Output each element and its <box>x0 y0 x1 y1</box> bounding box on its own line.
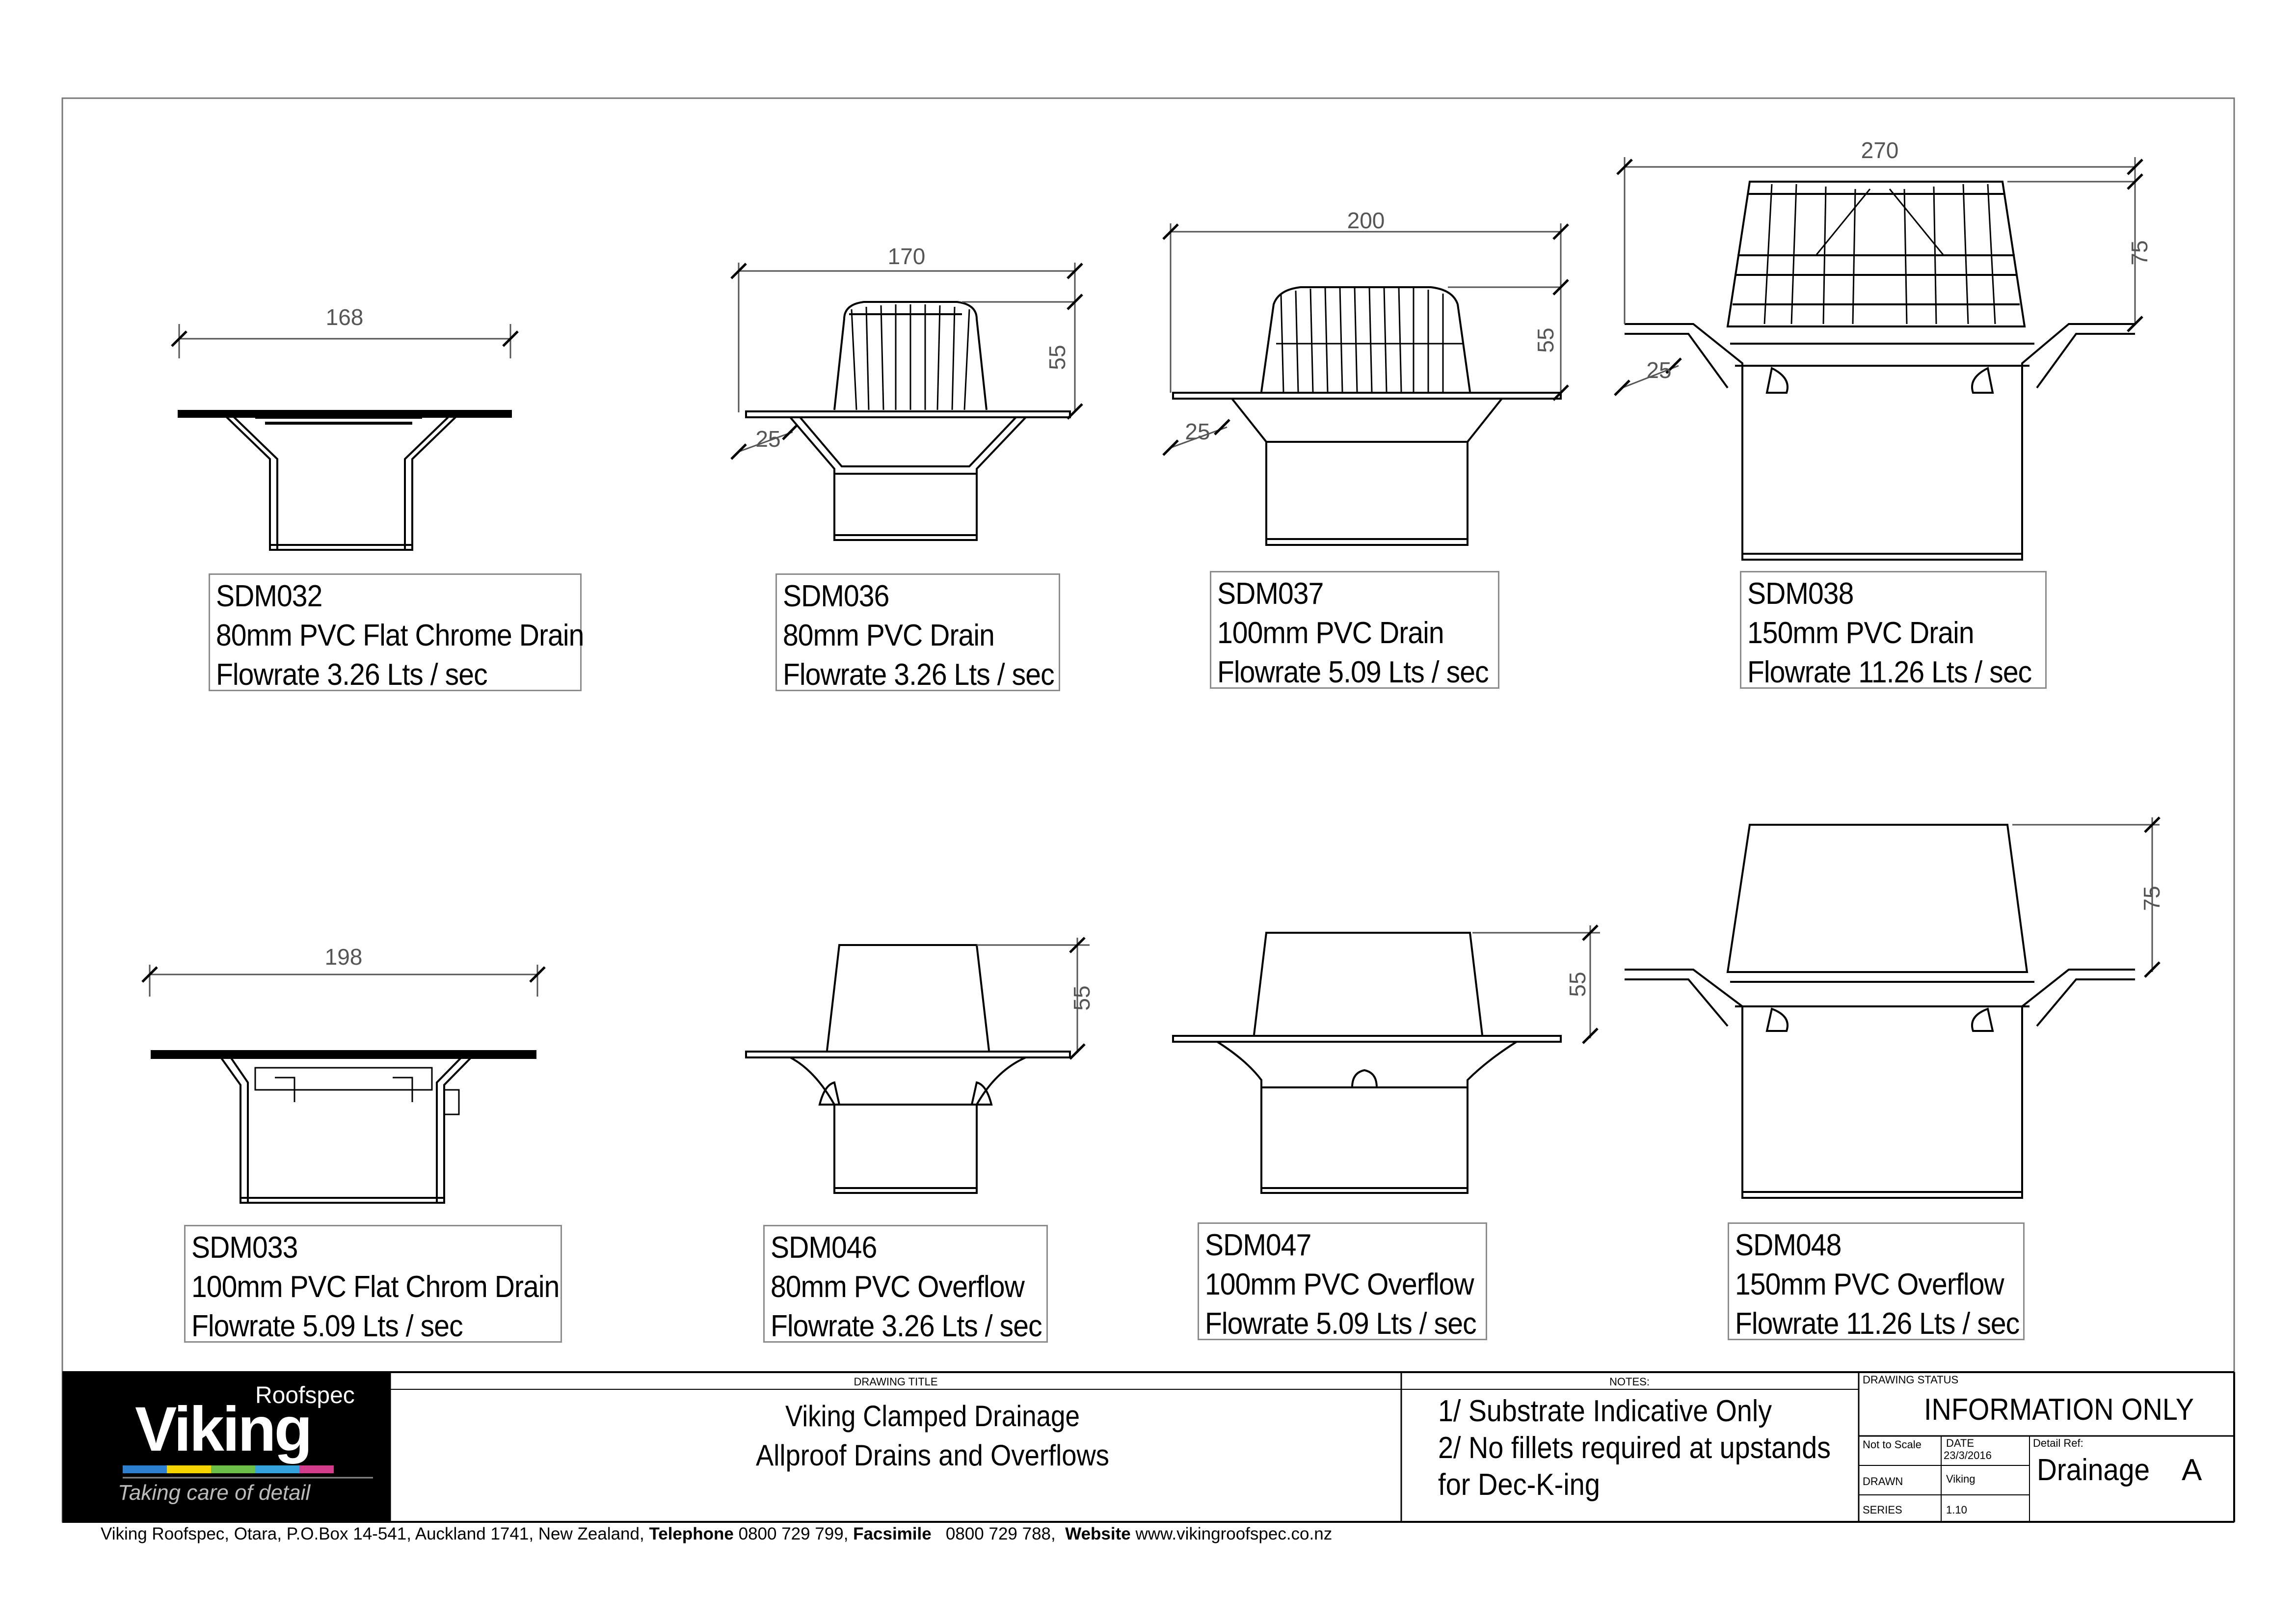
drawn-label: DRAWN <box>1863 1475 1903 1488</box>
footer-contact: Viking Roofspec, Otara, P.O.Box 14-541, … <box>101 1524 1332 1544</box>
drawing-title-label: DRAWING TITLE <box>854 1376 937 1388</box>
notes-label: NOTES: <box>1609 1376 1650 1388</box>
caption-sdm046: SDM046 80mm PVC Overflow Flowrate 3.26 L… <box>763 1225 1048 1343</box>
footer-fax: 0800 729 788, <box>945 1524 1056 1543</box>
dim-text-sdm046-height: 55 <box>1069 985 1095 1010</box>
dimension-sdm038 <box>1614 157 2143 396</box>
dim-text-sdm048-height: 75 <box>2139 886 2164 911</box>
footer-fax-label: Facsimile <box>853 1524 932 1543</box>
dimension-sdm046 <box>977 937 1090 1060</box>
product-name: 80mm PVC Drain <box>783 619 995 652</box>
product-name: 150mm PVC Overflow <box>1735 1268 2004 1301</box>
caption-sdm047: SDM047 100mm PVC Overflow Flowrate 5.09 … <box>1198 1222 1487 1341</box>
product-code: SDM036 <box>783 579 889 613</box>
dimension-sdm033-width <box>141 965 546 997</box>
product-name: 80mm PVC Flat Chrome Drain <box>216 619 584 652</box>
drawing-title-line1: Viking Clamped Drainage <box>785 1400 1080 1433</box>
drawing-status: INFORMATION ONLY <box>1924 1393 2194 1427</box>
dim-text-sdm036-width: 170 <box>888 243 926 269</box>
title-block-text: DRAWING TITLE Viking Clamped Drainage Al… <box>756 1374 2202 1516</box>
product-flow: Flowrate 3.26 Lts / sec <box>216 658 488 692</box>
product-name: 100mm PVC Overflow <box>1205 1268 1474 1301</box>
drawing-sdm047 <box>1172 932 1562 1194</box>
product-flow: Flowrate 3.26 Lts / sec <box>771 1309 1042 1343</box>
product-name: 150mm PVC Drain <box>1747 616 1975 650</box>
product-code: SDM033 <box>191 1231 298 1265</box>
product-flow: Flowrate 5.09 Lts / sec <box>191 1309 463 1343</box>
svg-text:Viking: Viking <box>135 1394 311 1464</box>
drawing-sdm033 <box>151 1050 536 1204</box>
dim-text-sdm037-width: 200 <box>1347 208 1385 233</box>
caption-sdm036: SDM036 80mm PVC Drain Flowrate 3.26 Lts … <box>775 573 1060 692</box>
dim-text-sdm038-width: 270 <box>1861 137 1899 163</box>
footer-tel: 0800 729 799, <box>738 1524 849 1543</box>
product-code: SDM046 <box>771 1231 877 1265</box>
caption-sdm032: SDM032 80mm PVC Flat Chrome Drain Flowra… <box>209 573 584 692</box>
product-code: SDM048 <box>1735 1228 1842 1262</box>
dimension-labels: 168 170 55 25 200 55 25 270 75 25 198 55… <box>325 137 2164 1011</box>
note-3: for Dec-K-ing <box>1438 1468 1600 1502</box>
product-code: SDM032 <box>216 579 322 613</box>
drawing-status-label: DRAWING STATUS <box>1863 1374 1958 1386</box>
product-code: SDM037 <box>1217 577 1324 611</box>
dim-text-sdm038-flange: 25 <box>1646 357 1671 383</box>
product-name: 80mm PVC Overflow <box>771 1270 1025 1304</box>
drawing-sdm048 <box>1625 824 2135 1199</box>
dim-text-sdm047-height: 55 <box>1565 972 1590 997</box>
note-2: 2/ No fillets required at upstands <box>1438 1431 1831 1465</box>
svg-text:Roofspec: Roofspec <box>255 1382 355 1408</box>
drawn-value: Viking <box>1946 1473 1976 1485</box>
drawing-sdm037 <box>1172 286 1562 546</box>
svg-text:Taking care of detail: Taking care of detail <box>118 1481 311 1505</box>
dimension-sdm048 <box>2012 816 2161 978</box>
dim-text-sdm037-flange: 25 <box>1185 419 1210 444</box>
dimension-sdm047 <box>1472 924 1600 1044</box>
product-code: SDM047 <box>1205 1228 1311 1262</box>
product-flow: Flowrate 5.09 Lts / sec <box>1217 655 1489 689</box>
note-1: 1/ Substrate Indicative Only <box>1438 1394 1772 1428</box>
footer-tel-label: Telephone <box>649 1524 734 1543</box>
caption-sdm038: SDM038 150mm PVC Drain Flowrate 11.26 Lt… <box>1740 571 2047 689</box>
dimension-sdm032-width <box>171 324 519 358</box>
series-label: SERIES <box>1863 1504 1902 1516</box>
series-value: 1.10 <box>1946 1504 1967 1516</box>
product-name: 100mm PVC Flat Chrom Drain <box>191 1270 560 1304</box>
footer-address: Viking Roofspec, Otara, P.O.Box 14-541, … <box>101 1524 644 1543</box>
product-name: 100mm PVC Drain <box>1217 616 1444 650</box>
dim-text-sdm038-height: 75 <box>2127 240 2152 265</box>
caption-sdm033: SDM033 100mm PVC Flat Chrom Drain Flowra… <box>184 1225 562 1343</box>
product-flow: Flowrate 11.26 Lts / sec <box>1747 655 2032 689</box>
drawing-title-line2: Allproof Drains and Overflows <box>756 1439 1109 1472</box>
detail-ref-label: Detail Ref: <box>2033 1437 2083 1449</box>
drawing-sdm036 <box>745 301 1071 541</box>
dim-text-sdm036-flange: 25 <box>755 426 780 452</box>
dimension-sdm037 <box>1162 223 1569 456</box>
footer-web-label: Website <box>1065 1524 1131 1543</box>
date-label: DATE <box>1946 1437 1974 1449</box>
drawing-sdm038 <box>1625 181 2135 561</box>
dim-text-sdm036-height: 55 <box>1044 345 1070 370</box>
product-flow: Flowrate 11.26 Lts / sec <box>1735 1307 2020 1341</box>
dim-text-sdm033-width: 198 <box>325 944 363 970</box>
viking-roofspec-logo: Roofspec Viking Taking care of detail <box>62 1372 390 1522</box>
dim-text-sdm037-height: 55 <box>1533 327 1558 352</box>
footer-web: www.vikingroofspec.co.nz <box>1135 1524 1333 1543</box>
product-code: SDM038 <box>1747 577 1854 611</box>
caption-sdm048: SDM048 150mm PVC Overflow Flowrate 11.26… <box>1728 1222 2025 1341</box>
revision: A <box>2182 1453 2202 1487</box>
dimension-sdm036 <box>730 263 1083 460</box>
detail-ref-value: Drainage <box>2037 1453 2150 1487</box>
product-flow: Flowrate 3.26 Lts / sec <box>783 658 1055 692</box>
date-value: 23/3/2016 <box>1944 1449 1992 1461</box>
dim-text-sdm032-width: 168 <box>326 304 364 330</box>
scale-note: Not to Scale <box>1863 1438 1922 1451</box>
drawing-sdm032 <box>178 410 512 551</box>
caption-sdm037: SDM037 100mm PVC Drain Flowrate 5.09 Lts… <box>1210 571 1499 689</box>
drawing-sdm046 <box>745 944 1071 1194</box>
product-flow: Flowrate 5.09 Lts / sec <box>1205 1307 1477 1341</box>
